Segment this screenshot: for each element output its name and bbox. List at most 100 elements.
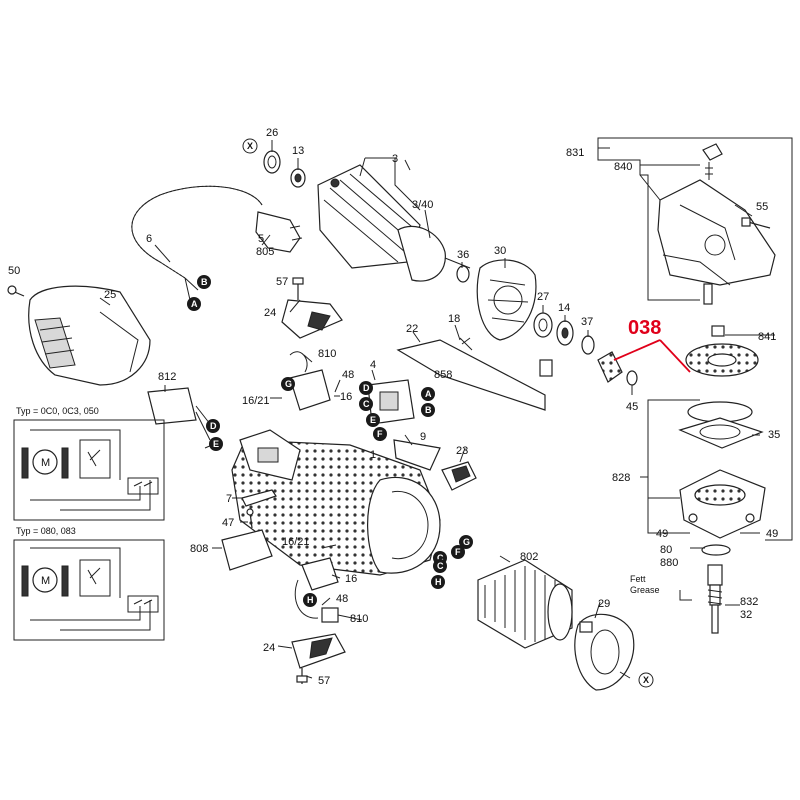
label-16-lower: 16 — [345, 573, 357, 585]
label-24-lower: 24 — [263, 642, 275, 654]
svg-text:E: E — [213, 439, 219, 449]
washer-80 — [701, 544, 731, 556]
label-828: 828 — [612, 472, 630, 484]
badge-f-field: F — [451, 545, 465, 559]
svg-text:B: B — [425, 405, 432, 415]
badge-b-cord: B — [197, 275, 211, 289]
svg-text:C: C — [437, 553, 444, 563]
bearing-flange-30 — [476, 259, 537, 341]
bearing-flange-828 — [679, 469, 766, 539]
label-18: 18 — [448, 313, 460, 325]
label-832: 832 — [740, 596, 758, 608]
label-16-21-lower: 16/21 — [282, 536, 310, 548]
badge-h-lower: H — [303, 593, 317, 607]
label-3-40: 3/40 — [412, 199, 433, 211]
label-841: 841 — [758, 331, 776, 343]
badge-e-term: E — [366, 413, 380, 427]
svg-text:A: A — [191, 299, 198, 309]
screw-55 — [741, 217, 771, 229]
label-9: 9 — [420, 431, 426, 443]
bearing-plate-35 — [678, 401, 764, 449]
label-80: 80 — [660, 544, 672, 556]
screw-57-lower — [296, 668, 308, 684]
svg-text:B: B — [201, 277, 208, 287]
label-48-lower: 48 — [336, 593, 348, 605]
wiring-diagram-upper — [13, 419, 165, 521]
label-1: 1 — [370, 449, 376, 461]
bearing-13 — [290, 168, 306, 188]
badge-a-term: A — [421, 387, 435, 401]
wiring-diagram-lower — [13, 539, 165, 641]
washer-37 — [581, 335, 595, 355]
motor-symbol-lower: M — [41, 575, 50, 587]
label-23: 23 — [456, 445, 468, 457]
grease-label-de: Fett — [630, 574, 646, 584]
badge-a-cord: A — [187, 297, 201, 311]
label-27: 27 — [537, 291, 549, 303]
gear-head-housing-840 — [657, 179, 776, 286]
svg-text:X: X — [643, 675, 649, 685]
clip-7 — [241, 489, 277, 507]
label-48: 48 — [342, 369, 354, 381]
switch-16-lower — [294, 557, 339, 619]
label-880: 880 — [660, 557, 678, 569]
screw-47 — [246, 508, 254, 529]
svg-text:F: F — [455, 547, 461, 557]
slide-24-lower — [291, 633, 346, 669]
svg-text:E: E — [370, 415, 376, 425]
label-57-lower: 57 — [318, 675, 330, 687]
type-label-lower: Typ = 080, 083 — [16, 526, 76, 536]
part-810-lower — [321, 607, 339, 623]
label-45: 45 — [626, 401, 638, 413]
badge-d-812: D — [206, 419, 220, 433]
label-5: 5 — [258, 233, 264, 245]
screw-57 — [292, 277, 304, 300]
label-14: 14 — [558, 302, 570, 314]
badge-x-top: X — [242, 138, 258, 154]
label-810: 810 — [318, 348, 336, 360]
brush-spring-22 — [396, 337, 553, 411]
brush-holder-29 — [574, 613, 635, 691]
field-coil-802 — [477, 559, 573, 649]
label-858: 858 — [434, 369, 452, 381]
badge-b-term: B — [421, 403, 435, 417]
label-22: 22 — [406, 323, 418, 335]
label-26: 26 — [266, 127, 278, 139]
badge-c-field-2: C — [433, 559, 447, 573]
label-16: 16 — [340, 391, 352, 403]
label-805: 805 — [256, 246, 274, 258]
suppressor-812 — [147, 387, 211, 441]
mains-plug — [255, 211, 303, 253]
label-6: 6 — [146, 233, 152, 245]
label-57: 57 — [276, 276, 288, 288]
label-30: 30 — [494, 245, 506, 257]
power-cord — [131, 185, 263, 301]
leader-lines — [99, 137, 793, 679]
badge-d-term: D — [359, 381, 373, 395]
label-810-lower: 810 — [350, 613, 368, 625]
label-808: 808 — [190, 543, 208, 555]
label-840: 840 — [614, 161, 632, 173]
label-49-right: 49 — [766, 528, 778, 540]
armature-3 — [317, 164, 471, 282]
badge-g-upper: G — [281, 377, 295, 391]
label-13: 13 — [292, 145, 304, 157]
label-36: 36 — [457, 249, 469, 261]
crown-gear — [685, 343, 759, 377]
label-7: 7 — [226, 493, 232, 505]
label-37: 37 — [581, 316, 593, 328]
label-29: 29 — [598, 598, 610, 610]
trigger-23 — [441, 461, 477, 491]
badge-e-812: E — [209, 437, 223, 451]
badge-f-term: F — [373, 427, 387, 441]
insulating-plate-808 — [221, 529, 273, 571]
bearing-14 — [556, 320, 574, 346]
label-49-left: 49 — [656, 528, 668, 540]
svg-text:G: G — [285, 379, 292, 389]
badge-x-bottom: X — [638, 672, 654, 688]
label-55: 55 — [756, 201, 768, 213]
part-number-labels: 26 13 3 3/40 6 5 805 50 25 57 24 30 36 2… — [8, 127, 780, 687]
svg-text:F: F — [377, 429, 383, 439]
label-16-21: 16/21 — [242, 395, 270, 407]
